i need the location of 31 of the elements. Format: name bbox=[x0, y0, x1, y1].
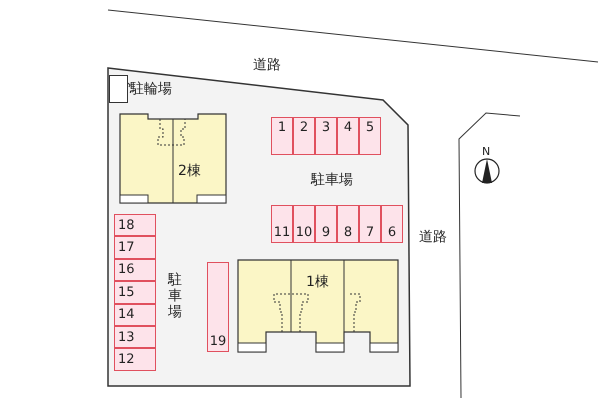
parking-space: 13 bbox=[114, 326, 156, 348]
building bbox=[238, 260, 398, 352]
parking-space: 11 bbox=[271, 205, 293, 243]
parking-space: 12 bbox=[114, 348, 156, 371]
parking-space: 19 bbox=[207, 262, 229, 352]
road-label: 道路 bbox=[419, 230, 447, 244]
building-label: 1棟 bbox=[306, 275, 329, 289]
parking-space: 4 bbox=[337, 117, 359, 155]
parking-space: 10 bbox=[293, 205, 315, 243]
parking-space: 15 bbox=[114, 281, 156, 304]
parking-space: 8 bbox=[337, 205, 359, 243]
parking-space: 16 bbox=[114, 258, 156, 282]
bicycle-shed bbox=[109, 75, 128, 103]
building bbox=[120, 114, 226, 203]
parking-space: 14 bbox=[114, 304, 156, 326]
area-label: 駐車場 bbox=[168, 272, 183, 320]
parking-space: 18 bbox=[114, 214, 156, 236]
parking-space: 3 bbox=[315, 117, 337, 155]
parking-space: 7 bbox=[359, 205, 381, 243]
area-label: 駐車場 bbox=[311, 173, 353, 187]
leader-line bbox=[128, 82, 131, 88]
north-label: N bbox=[482, 146, 490, 157]
parking-space: 17 bbox=[114, 236, 156, 259]
road-label: 道路 bbox=[253, 58, 281, 72]
area-label: 駐輪場 bbox=[130, 82, 172, 96]
building-label: 2棟 bbox=[178, 164, 201, 178]
parking-space: 5 bbox=[359, 117, 381, 155]
parking-space: 2 bbox=[293, 117, 315, 155]
parking-space: 9 bbox=[315, 205, 337, 243]
parking-space: 6 bbox=[381, 205, 403, 243]
parking-space: 1 bbox=[271, 117, 293, 155]
